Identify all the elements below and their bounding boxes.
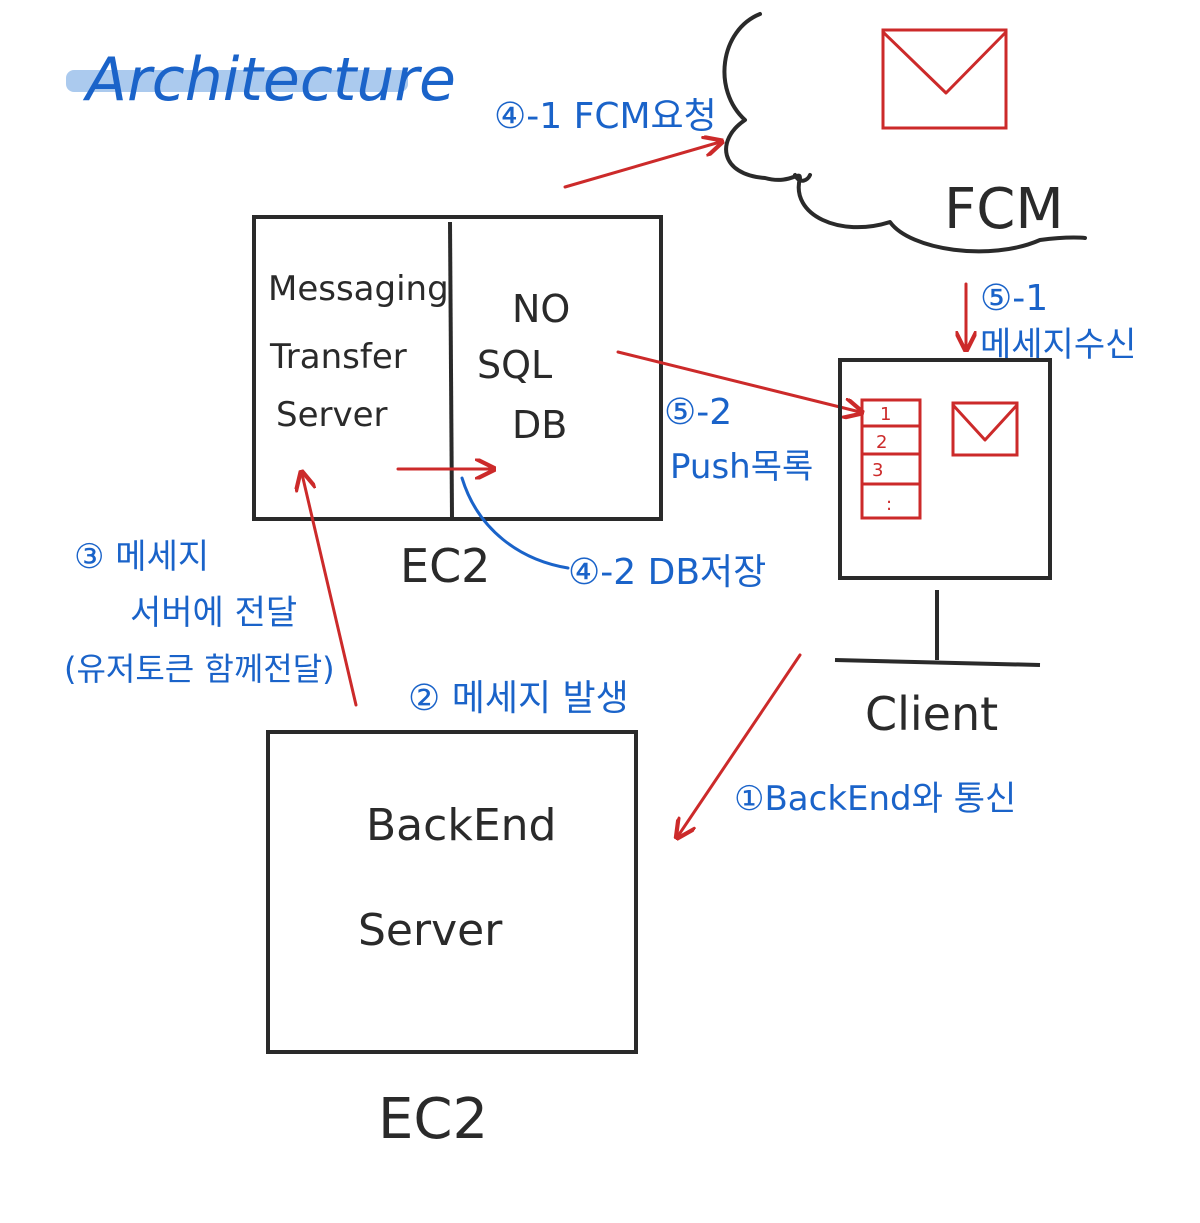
backend-box	[266, 730, 638, 1054]
step-3-line1: ③ 메세지	[74, 537, 209, 577]
step-5-2-line1: ⑤-2	[664, 392, 732, 433]
step-5-2-line2: Push목록	[670, 447, 813, 487]
envelope-icon	[881, 28, 1008, 130]
ec2-bottom-label: EC2	[378, 1087, 488, 1152]
backend-line2: Server	[358, 905, 503, 956]
messaging-server-line1: Messaging	[268, 269, 449, 309]
step-1-label: ①BackEnd와 통신	[734, 779, 1016, 819]
push-list-item: 1	[880, 404, 891, 425]
fcm-label: FCM	[944, 177, 1064, 242]
arrow-3	[302, 474, 358, 707]
push-list-item: 3	[872, 460, 883, 481]
push-list-item: 2	[876, 432, 887, 453]
client-envelope-icon	[951, 401, 1019, 457]
nosql-line2: SQL	[477, 343, 552, 387]
arrow-5-2	[616, 350, 860, 412]
messaging-server-line3: Server	[276, 395, 388, 435]
client-monitor	[834, 358, 1052, 667]
ec2-top-label: EC2	[400, 539, 490, 593]
nosql-line3: DB	[512, 403, 567, 447]
step-2-label: ② 메세지 발생	[408, 678, 629, 719]
step-5-1-line1: ⑤-1	[980, 278, 1048, 319]
step-4-1-label: ④-1 FCM요청	[494, 96, 717, 137]
title-highlight	[66, 70, 408, 92]
diagram-title: Architecture	[82, 45, 456, 115]
backend-line1: BackEnd	[366, 800, 556, 851]
cloud-curl	[793, 173, 812, 183]
connector-4-2	[460, 476, 570, 570]
nosql-line1: NO	[512, 287, 570, 331]
push-list	[860, 398, 922, 520]
step-3-line3: (유저토큰 함께전달)	[64, 650, 335, 688]
push-list-item: :	[886, 494, 892, 515]
step-4-2-label: ④-2 DB저장	[568, 552, 766, 593]
client-label: Client	[865, 687, 998, 741]
arrow-4-1	[563, 142, 720, 189]
arrow-1	[678, 653, 802, 836]
messaging-server-line2: Transfer	[269, 337, 407, 377]
step-3-line2: 서버에 전달	[130, 593, 297, 633]
